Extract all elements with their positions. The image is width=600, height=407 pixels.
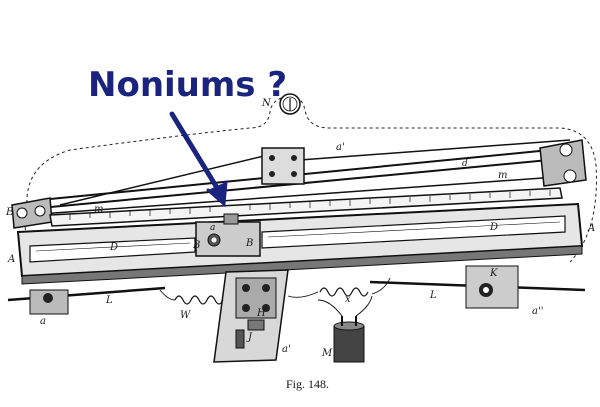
label-a-prime-top: a'	[336, 142, 345, 153]
annotation-noniums: Noniums ?	[88, 65, 287, 105]
label-l-left: L	[105, 295, 113, 306]
label-m-left: m	[94, 204, 103, 215]
main-bench	[16, 202, 584, 285]
left-end-piece	[11, 197, 53, 229]
label-a-left: A	[7, 254, 15, 265]
label-m-right: m	[498, 170, 507, 181]
label-a-right: A	[587, 223, 595, 234]
label-m: M	[321, 348, 333, 359]
label-a-small: a	[210, 223, 215, 233]
label-d-right: D	[489, 222, 498, 233]
vernier-slider	[195, 213, 261, 257]
label-h: H	[256, 308, 266, 319]
wires	[159, 277, 391, 317]
diagonal-rods	[39, 139, 571, 215]
coil-w	[174, 295, 224, 305]
battery-cell-m	[333, 316, 365, 363]
label-n: N	[261, 98, 272, 109]
figure-caption: Fig. 148.	[286, 377, 329, 391]
upper-scale	[49, 187, 563, 227]
label-w: W	[180, 310, 191, 321]
label-l-right: L	[429, 290, 437, 301]
top-carriage	[261, 147, 305, 185]
label-a-double-prime: a''	[532, 306, 543, 317]
label-b-right: B	[245, 238, 253, 249]
right-end-piece	[539, 139, 587, 187]
label-d-left: D	[109, 242, 118, 253]
coil-x	[319, 287, 369, 297]
label-b-left: B	[192, 240, 200, 251]
label-j: J	[246, 332, 253, 343]
label-e-left: E	[5, 207, 14, 218]
annotation-arrow	[169, 111, 228, 208]
left-lower-rod	[7, 286, 166, 315]
right-clamp-k	[369, 265, 586, 309]
galvanometer-n	[279, 93, 301, 115]
label-a-prime-bottom: a'	[282, 344, 291, 355]
label-k: K	[489, 268, 498, 279]
label-d-bottom: d	[462, 159, 468, 169]
vertical-sled	[213, 269, 289, 363]
label-x: x	[345, 294, 351, 305]
label-a-base: a	[40, 316, 46, 327]
